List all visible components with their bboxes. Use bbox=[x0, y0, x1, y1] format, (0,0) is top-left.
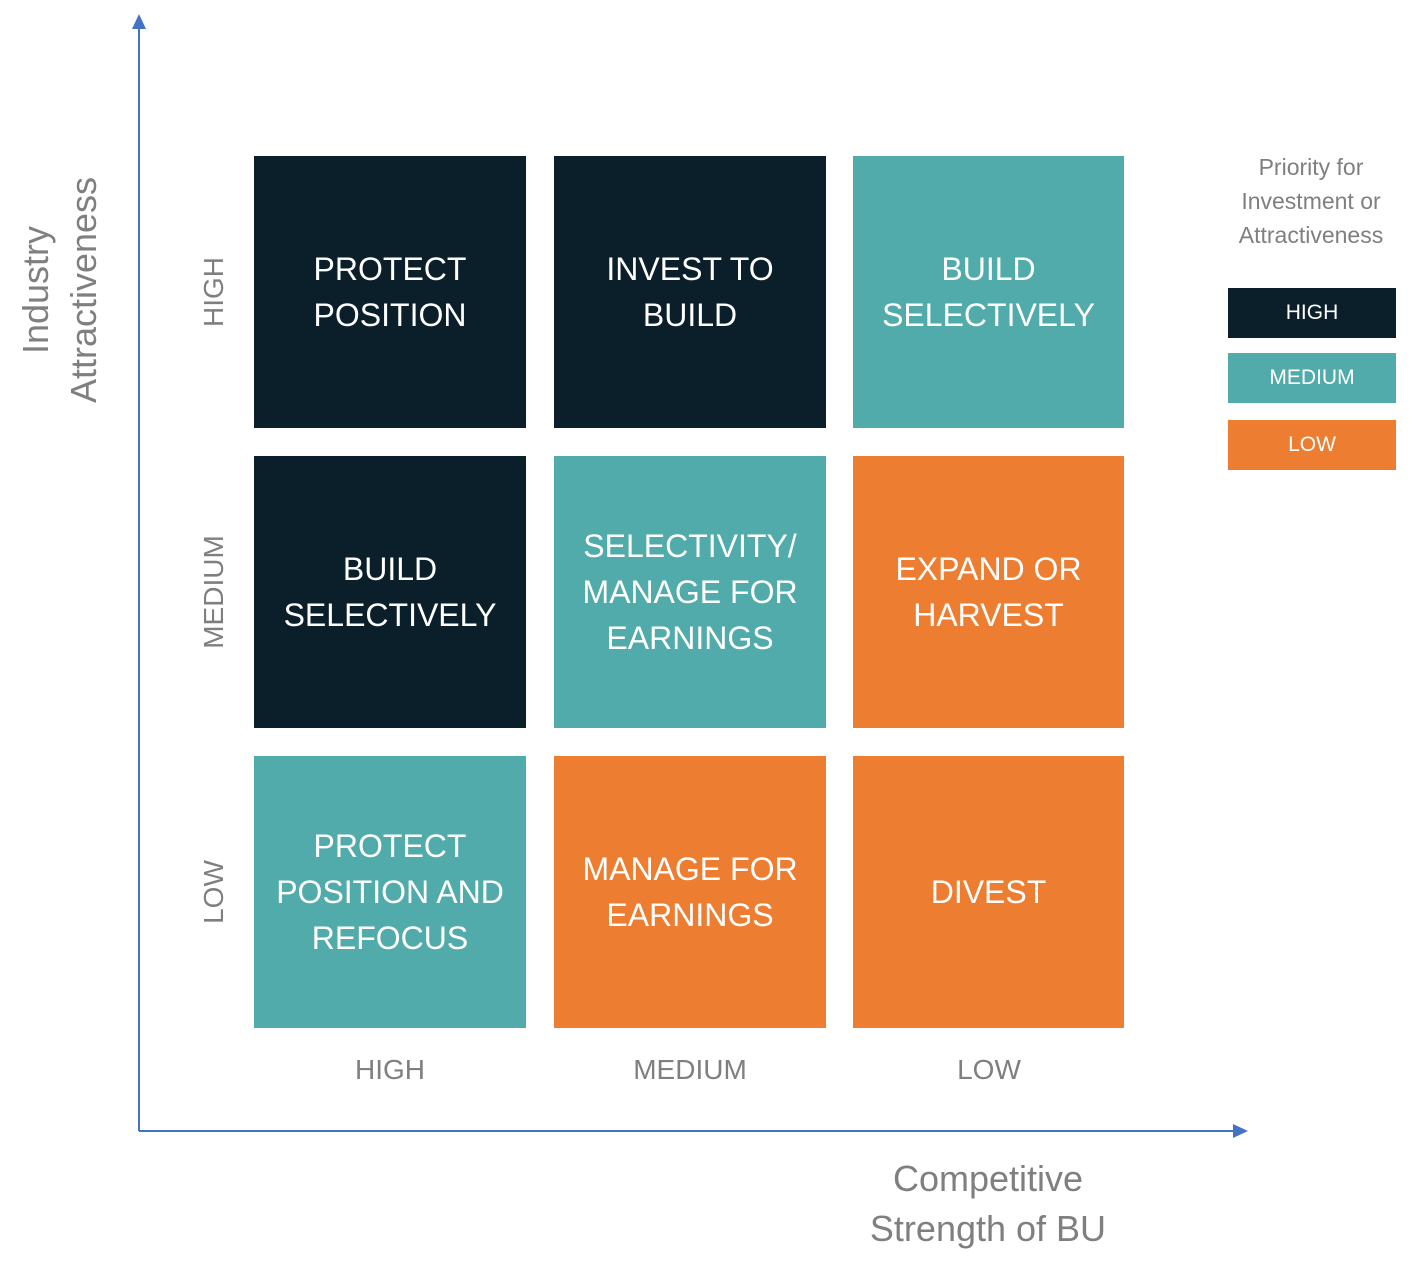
cell-text-line: BUILD bbox=[941, 251, 1036, 287]
cell-text-line: PROTECT bbox=[313, 251, 467, 287]
y-axis-arrowhead bbox=[132, 14, 146, 29]
legend-item-high: HIGH bbox=[1228, 288, 1396, 338]
legend-item-low: LOW bbox=[1228, 420, 1396, 470]
cell-expand-or-harvest: EXPAND OR HARVEST bbox=[853, 456, 1124, 728]
cell-text-line: SELECTIVITY/ bbox=[583, 528, 797, 564]
cell-protect-position-and-refocus: PROTECT POSITION AND REFOCUS bbox=[254, 756, 526, 1028]
cell-text-line: HARVEST bbox=[913, 597, 1064, 633]
y-axis-title: Industry Attractiveness bbox=[12, 140, 108, 440]
x-axis-arrowhead bbox=[1233, 1124, 1248, 1138]
cell-text-line: PROTECT bbox=[313, 828, 467, 864]
cell-text-line: BUILD bbox=[342, 551, 438, 587]
cell-text-line: EARNINGS bbox=[606, 897, 774, 933]
legend-title-line3: Attractiveness bbox=[1238, 222, 1384, 248]
cell-text-line: EXPAND OR bbox=[895, 551, 1082, 587]
col-label-low: LOW bbox=[957, 1054, 1021, 1085]
row-label-high: HIGH bbox=[198, 257, 229, 327]
y-axis-title-line2: Attractiveness bbox=[63, 176, 104, 404]
cell-build-selectively-top: BUILD SELECTIVELY bbox=[853, 156, 1124, 428]
cell-manage-for-earnings: MANAGE FOR EARNINGS bbox=[554, 756, 826, 1028]
cell-text-line: POSITION bbox=[313, 297, 467, 333]
col-label-medium: MEDIUM bbox=[633, 1054, 747, 1085]
cell-text-line: SELECTIVELY bbox=[283, 597, 497, 633]
x-axis-title-line1: Competitive bbox=[892, 1158, 1084, 1199]
cell-text-line: MANAGE FOR bbox=[582, 574, 798, 610]
legend-item-label: HIGH bbox=[1285, 301, 1339, 324]
cell-divest: DIVEST bbox=[853, 756, 1124, 1028]
cell-text-line: MANAGE FOR bbox=[582, 851, 798, 887]
cell-text-line: INVEST TO bbox=[606, 251, 774, 287]
cell-text-line: POSITION AND bbox=[276, 874, 504, 910]
x-axis-title-line2: Strength of BU bbox=[869, 1208, 1107, 1249]
cell-build-selectively-mid: BUILD SELECTIVELY bbox=[254, 456, 526, 728]
x-axis-title: Competitive Strength of BU bbox=[838, 1154, 1138, 1254]
cell-selectivity-manage-for-earnings: SELECTIVITY/ MANAGE FOR EARNINGS bbox=[554, 456, 826, 728]
legend-title: Priority for Investment or Attractivenes… bbox=[1220, 150, 1402, 252]
legend-item-medium: MEDIUM bbox=[1228, 353, 1396, 403]
legend-title-line1: Priority for bbox=[1258, 154, 1364, 180]
cell-text-line: SELECTIVELY bbox=[882, 297, 1095, 333]
row-label-low: LOW bbox=[198, 860, 229, 924]
row-label-medium: MEDIUM bbox=[198, 535, 229, 649]
legend-title-line2: Investment or bbox=[1241, 188, 1381, 214]
y-axis-title-line1: Industry bbox=[15, 225, 56, 355]
legend-item-label: LOW bbox=[1288, 433, 1336, 456]
cell-text-line: REFOCUS bbox=[311, 920, 469, 956]
col-label-high: HIGH bbox=[355, 1054, 425, 1085]
cell-protect-position: PROTECT POSITION bbox=[254, 156, 526, 428]
cell-invest-to-build: INVEST TO BUILD bbox=[554, 156, 826, 428]
cell-text-line: BUILD bbox=[642, 297, 738, 333]
cell-text-line: EARNINGS bbox=[606, 620, 774, 656]
cell-text-line: DIVEST bbox=[930, 874, 1047, 910]
legend-item-label: MEDIUM bbox=[1269, 366, 1355, 389]
